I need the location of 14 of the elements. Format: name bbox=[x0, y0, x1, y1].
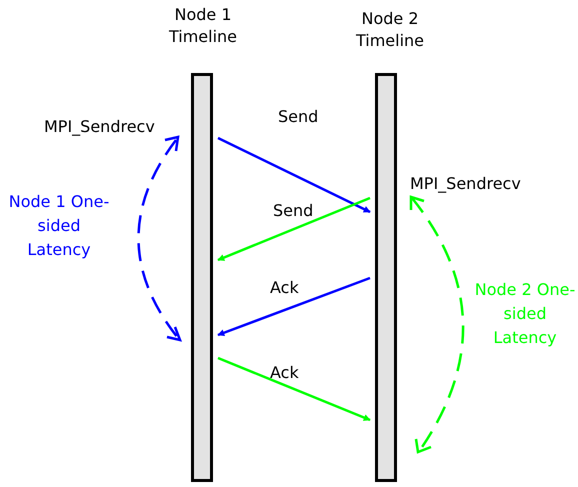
edge-label: Ack bbox=[270, 278, 299, 298]
edge-label: Send bbox=[278, 107, 318, 127]
latency-label: Node 2 One-sided Latency bbox=[474, 279, 576, 349]
latency-label: Node 1 One-sided Latency bbox=[8, 191, 110, 261]
timeline-heading: Node 2 Timeline bbox=[354, 8, 426, 52]
call-label: MPI_Sendrecv bbox=[410, 173, 521, 195]
edge-label: Send bbox=[273, 201, 314, 221]
arrow bbox=[218, 356, 371, 422]
edge-label: Ack bbox=[270, 363, 299, 383]
arrow bbox=[217, 136, 371, 214]
arrow bbox=[217, 196, 370, 262]
timeline-heading: Node 1 Timeline bbox=[168, 4, 238, 48]
call-label: MPI_Sendrecv bbox=[44, 116, 155, 138]
arrow bbox=[217, 276, 370, 336]
